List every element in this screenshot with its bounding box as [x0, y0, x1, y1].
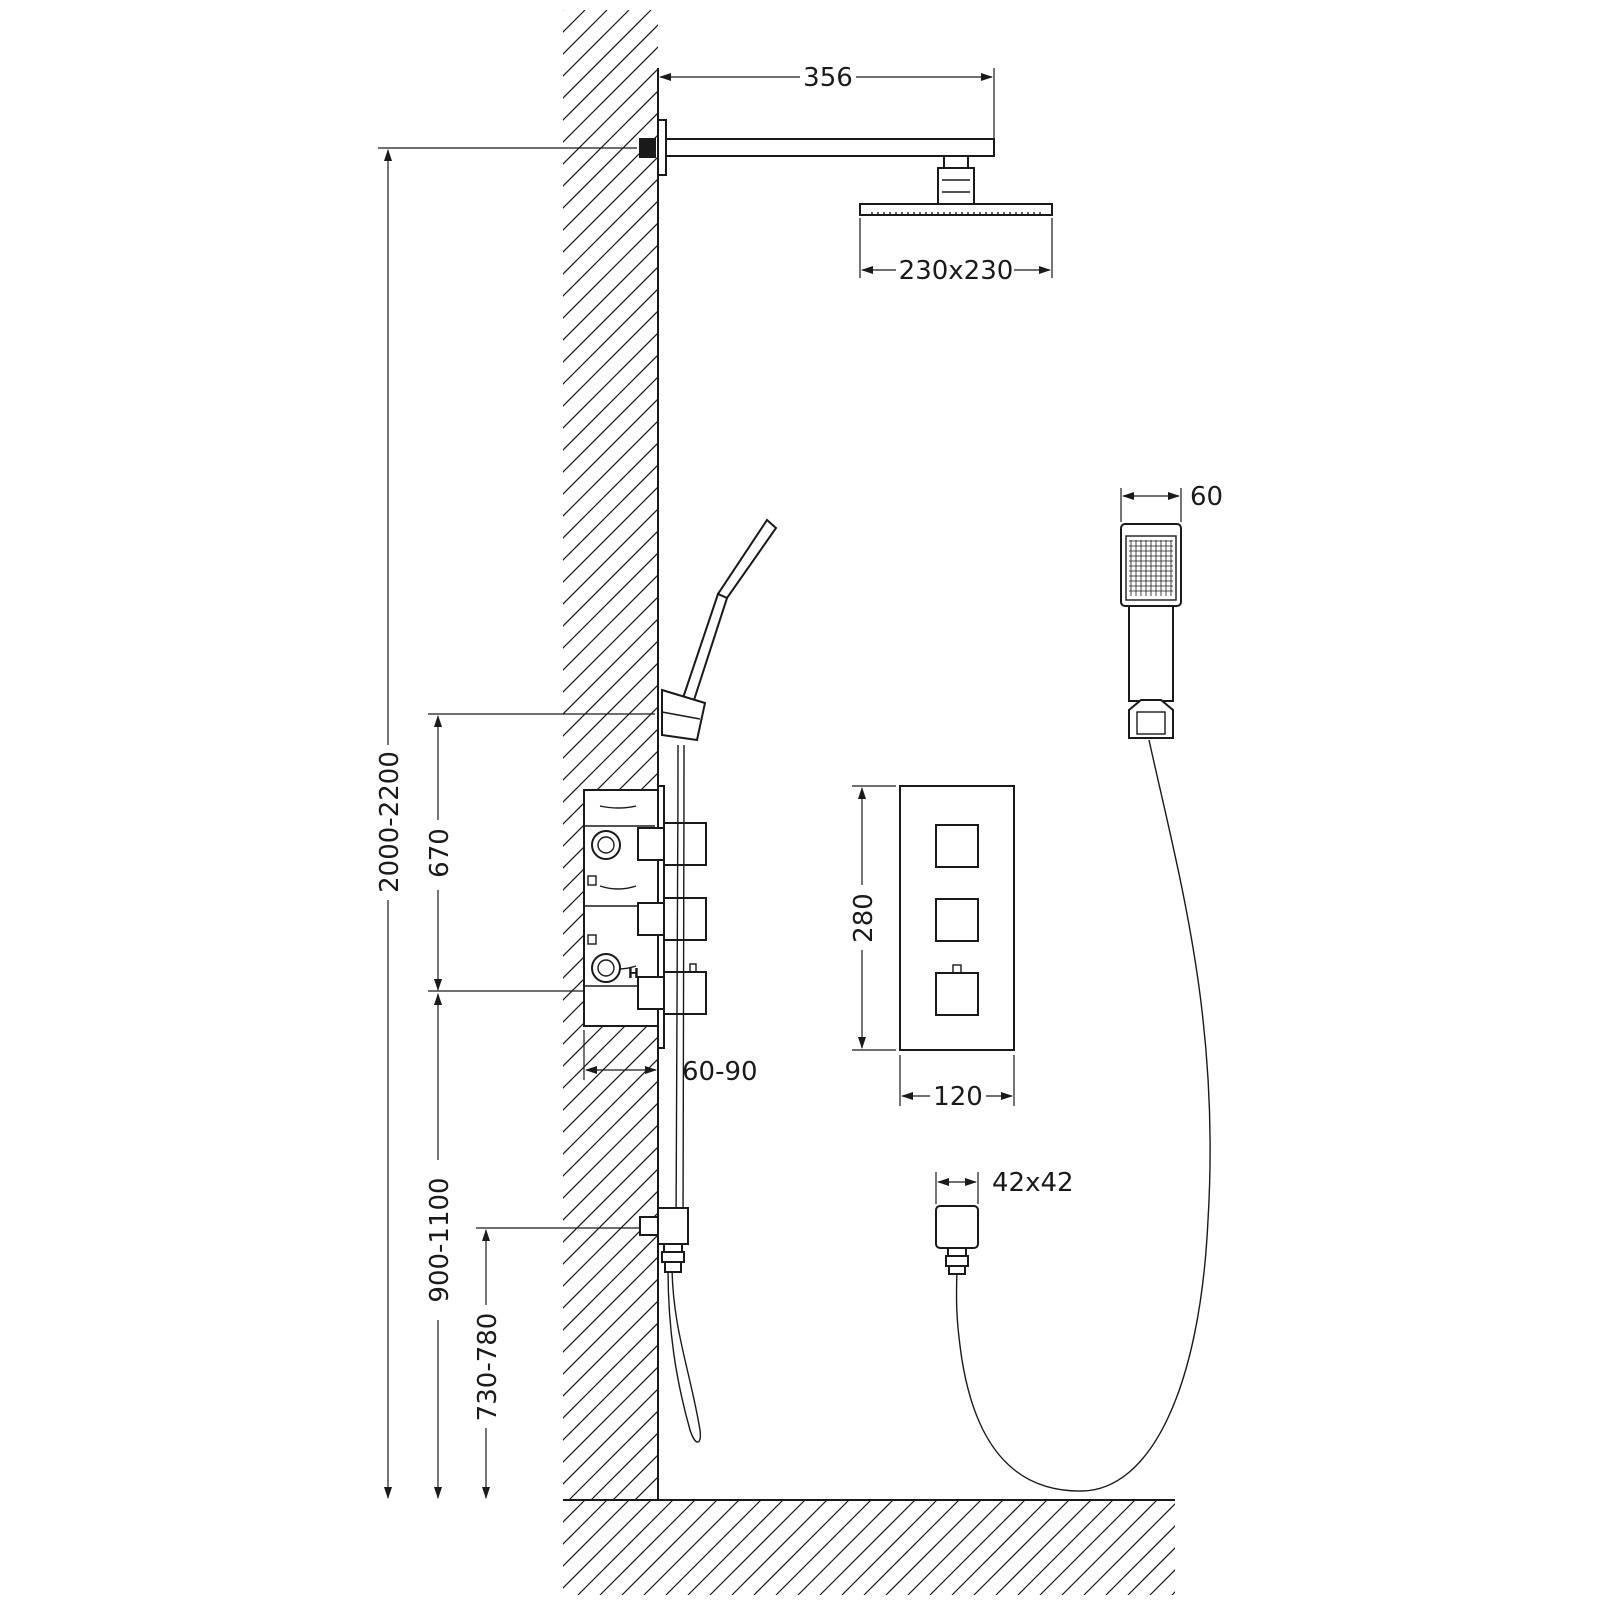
dim-arm-projection: 356	[659, 63, 995, 138]
outlet-side-stub	[639, 1216, 659, 1236]
concealed-valve: H	[583, 785, 707, 1049]
dim-outlet-height-label: 730-780	[473, 1313, 503, 1422]
dim-handset-width-label: 60	[1190, 482, 1223, 512]
wall-outlet-side	[639, 1207, 689, 1273]
handset-front	[1120, 523, 1182, 739]
arm-nut	[943, 155, 969, 169]
valve-knob-1-side	[663, 822, 707, 866]
arm-pipe	[665, 138, 995, 157]
dim-total-height: 2000-2200	[375, 147, 637, 1499]
dim-outlet-height: 730-780	[473, 1227, 640, 1499]
dim-valve-depth-label: 60-90	[682, 1057, 758, 1087]
valve-knob-3-side	[663, 971, 707, 1015]
dim-valve-height: 900-1100	[425, 990, 655, 1499]
dim-shower-head: 230x230	[859, 218, 1053, 286]
arm-wall-block	[639, 138, 656, 158]
dim-outlet-size-label: 42x42	[992, 1168, 1074, 1198]
hose-installed	[667, 744, 702, 1443]
outlet-front-body	[935, 1205, 979, 1249]
wall-outlet-front	[935, 1205, 979, 1275]
dim-handset-width: 60	[1120, 482, 1223, 522]
dim-holder-to-valve-label: 670	[425, 828, 455, 878]
dim-plate-width-label: 120	[933, 1082, 983, 1112]
dim-arm-projection-label: 356	[803, 63, 853, 93]
handset-handle	[681, 592, 729, 702]
dim-valve-height-label: 900-1100	[425, 1177, 455, 1302]
floor-hatching	[563, 1500, 1175, 1595]
dim-plate-height-label: 280	[849, 893, 879, 943]
handset-installed	[661, 518, 778, 742]
dim-total-height-label: 2000-2200	[375, 751, 405, 893]
handset-spray-grid	[1129, 540, 1173, 596]
wall-hatching	[563, 10, 658, 1500]
hose-front	[955, 739, 1211, 1492]
valve-trim-plate-front	[899, 785, 1015, 1051]
dim-plate-width: 120	[899, 1055, 1015, 1112]
valve-knob-3-front	[935, 972, 979, 1016]
shower-head-nozzles	[871, 212, 1041, 215]
valve-port-top	[591, 830, 621, 860]
dim-shower-head-label: 230x230	[899, 256, 1014, 286]
valve-knob-2-side	[663, 897, 707, 941]
handset-front-holder	[1128, 699, 1174, 739]
head-connector	[937, 167, 975, 205]
handset-head	[716, 518, 778, 600]
valve-marker-upper	[587, 875, 597, 886]
valve-marker-lower	[587, 934, 597, 945]
valve-knob-1-front	[935, 824, 979, 868]
arm-wall-flange	[657, 119, 667, 176]
outlet-side-body	[657, 1207, 689, 1245]
dim-outlet-size: 42x42	[935, 1168, 1074, 1204]
valve-hot-marker: H	[628, 967, 639, 982]
floor	[563, 1499, 1175, 1595]
dim-plate-height: 280	[849, 785, 896, 1051]
handset-holder	[661, 688, 707, 742]
dim-valve-depth: 60-90	[583, 1030, 758, 1087]
wall	[563, 10, 659, 1500]
shower-head	[859, 203, 1053, 216]
dim-holder-to-valve: 670	[425, 713, 655, 991]
handset-front-handle	[1128, 605, 1174, 702]
valve-knob-2-front	[935, 898, 979, 942]
valve-port-bottom	[591, 953, 621, 983]
shower-arm	[639, 119, 995, 205]
